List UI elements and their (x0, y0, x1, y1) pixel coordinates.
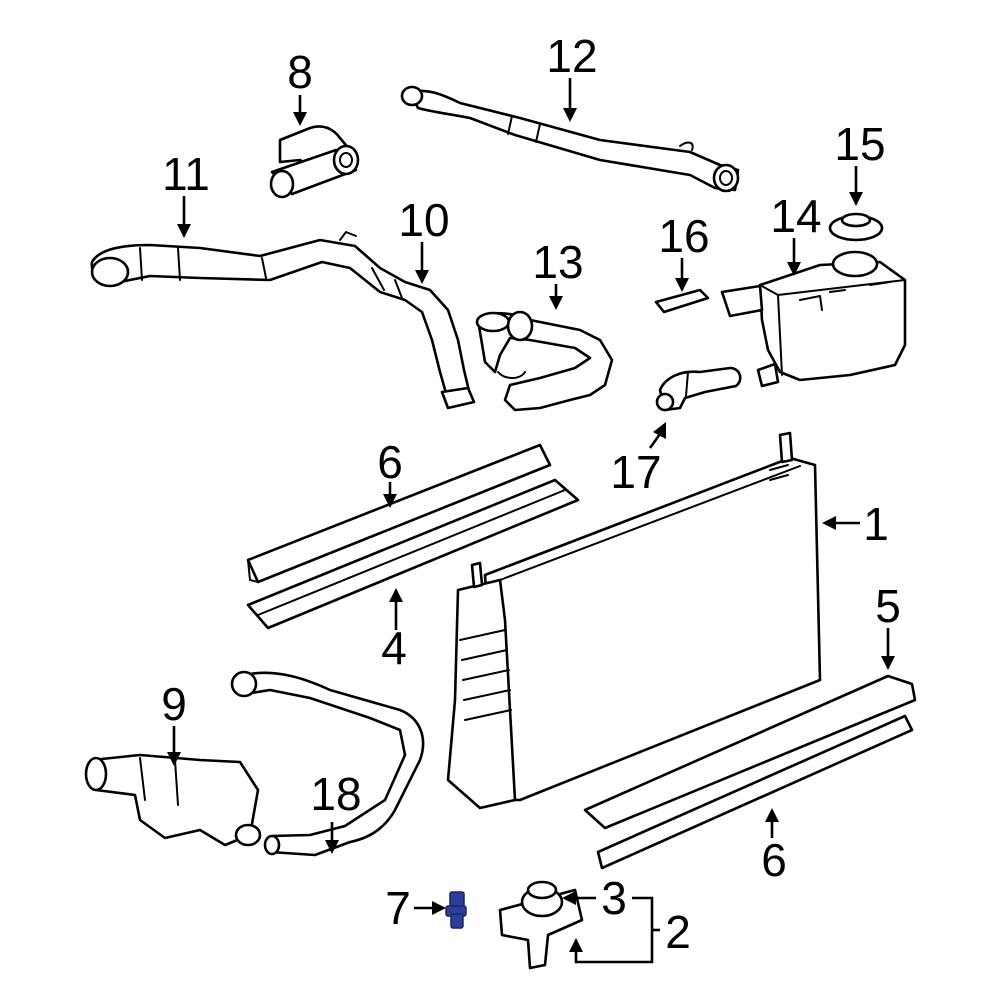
callout-14: 14 (770, 190, 821, 242)
leader-lines (167, 78, 895, 964)
callout-4: 4 (381, 622, 407, 674)
callout-7: 7 (385, 882, 411, 934)
part-2-mount-bracket[interactable] (498, 888, 584, 970)
part-6-upper-seal[interactable] (246, 443, 552, 584)
part-1-radiator[interactable] (446, 431, 822, 810)
callout-12: 12 (546, 30, 597, 82)
callout-5: 5 (875, 580, 901, 632)
part-3-insulator[interactable] (520, 880, 564, 918)
callout-8: 8 (287, 46, 313, 98)
part-7-drain-plug[interactable] (445, 891, 467, 929)
part-17-overflow-hose[interactable] (655, 366, 742, 412)
part-5-lower-seal[interactable] (583, 674, 917, 830)
part-6-lower-seal[interactable] (596, 714, 914, 870)
callout-16: 16 (658, 210, 709, 262)
callout-13: 13 (532, 236, 583, 288)
part-16-clip[interactable] (654, 288, 710, 314)
callout-15: 15 (834, 118, 885, 170)
callout-3: 3 (601, 872, 627, 924)
part-15-reservoir-cap[interactable] (828, 212, 884, 242)
part-12-hose-tube[interactable] (400, 85, 740, 193)
part-4-upper-seal[interactable] (246, 478, 580, 630)
part-14-coolant-reservoir[interactable] (720, 250, 907, 388)
callout-9: 9 (161, 678, 187, 730)
callout-18: 18 (310, 768, 361, 820)
callout-17: 17 (610, 446, 661, 498)
callout-11: 11 (162, 148, 210, 200)
callout-2: 2 (665, 906, 691, 958)
part-10-11-heater-hose[interactable] (90, 231, 476, 410)
part-18-lower-hose[interactable] (230, 670, 425, 857)
callout-6-lower: 6 (761, 834, 787, 886)
callout-6-upper: 6 (377, 436, 403, 488)
part-9-water-outlet[interactable] (84, 753, 262, 847)
callout-labels: 1 2 3 4 5 6 6 7 8 9 10 11 12 13 14 15 16… (161, 30, 901, 958)
part-8-fitting[interactable] (269, 125, 360, 199)
callout-1: 1 (863, 498, 889, 550)
part-13-hose-elbow[interactable] (475, 310, 614, 412)
callout-10: 10 (398, 194, 449, 246)
